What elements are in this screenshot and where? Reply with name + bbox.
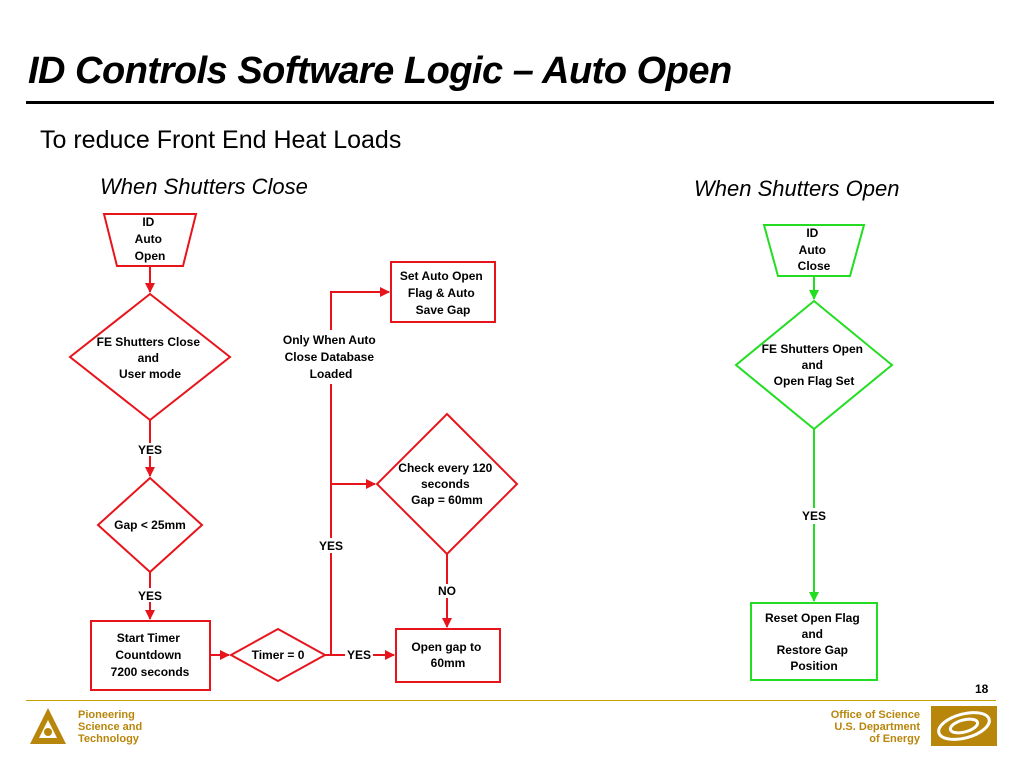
footer-left-text: Pioneering Science and Technology <box>78 709 143 745</box>
set-flag-box <box>390 261 496 323</box>
yes-label-4: YES <box>319 539 343 553</box>
footer-right-text: Office of Science U.S. Department of Ene… <box>830 709 920 745</box>
open-gap-label: Open gap to 60mm <box>411 640 484 670</box>
title-underline <box>26 101 994 104</box>
no-label-1: NO <box>438 584 456 598</box>
start-id-auto-close-shape <box>762 224 866 277</box>
flowchart: ID Auto Open FE Shutters Close and User … <box>68 213 894 691</box>
start-id-auto-close-label: ID Auto Close <box>798 226 831 273</box>
decision-gap-label: Gap < 25mm <box>114 518 186 532</box>
set-flag-label: Set Auto Open Flag & Auto Save Gap <box>400 269 486 317</box>
open-gap-box <box>395 628 501 683</box>
page-number: 18 <box>975 682 989 696</box>
decision-timer-label: Timer = 0 <box>252 648 305 662</box>
decision-shutters-open-label: FE Shutters Open and Open Flag Set <box>762 342 867 388</box>
footer-divider <box>26 700 996 701</box>
start-id-auto-open-shape <box>102 213 198 267</box>
decision-timer-shape <box>228 627 328 683</box>
arrow-branch-to-set-flag <box>330 287 390 330</box>
yes-label-3: YES <box>347 648 371 662</box>
reset-flag-label: Reset Open Flag and Restore Gap Position <box>765 611 863 673</box>
decision-check-every-label: Check every 120 seconds Gap = 60mm <box>398 461 495 507</box>
yes-label-open: YES <box>802 509 826 523</box>
argonne-logo-icon <box>30 708 66 744</box>
note-auto-close-database-label: Only When Auto Close Database Loaded <box>283 333 379 381</box>
slide-subtitle: To reduce Front End Heat Loads <box>40 126 402 154</box>
section-heading-shutters-open: When Shutters Open <box>694 176 900 201</box>
doe-logo-icon <box>931 706 997 746</box>
start-timer-label: Start Timer Countdown 7200 seconds <box>111 631 190 679</box>
slide-title: ID Controls Software Logic – Auto Open <box>28 50 732 92</box>
reset-flag-box <box>750 602 878 681</box>
start-id-auto-open-label: ID Auto Open <box>135 215 166 263</box>
yes-label-2: YES <box>138 589 162 603</box>
yes-label-1: YES <box>138 443 162 457</box>
decision-shutters-close-label: FE Shutters Close and User mode <box>97 335 204 381</box>
section-heading-shutters-close: When Shutters Close <box>100 174 308 199</box>
